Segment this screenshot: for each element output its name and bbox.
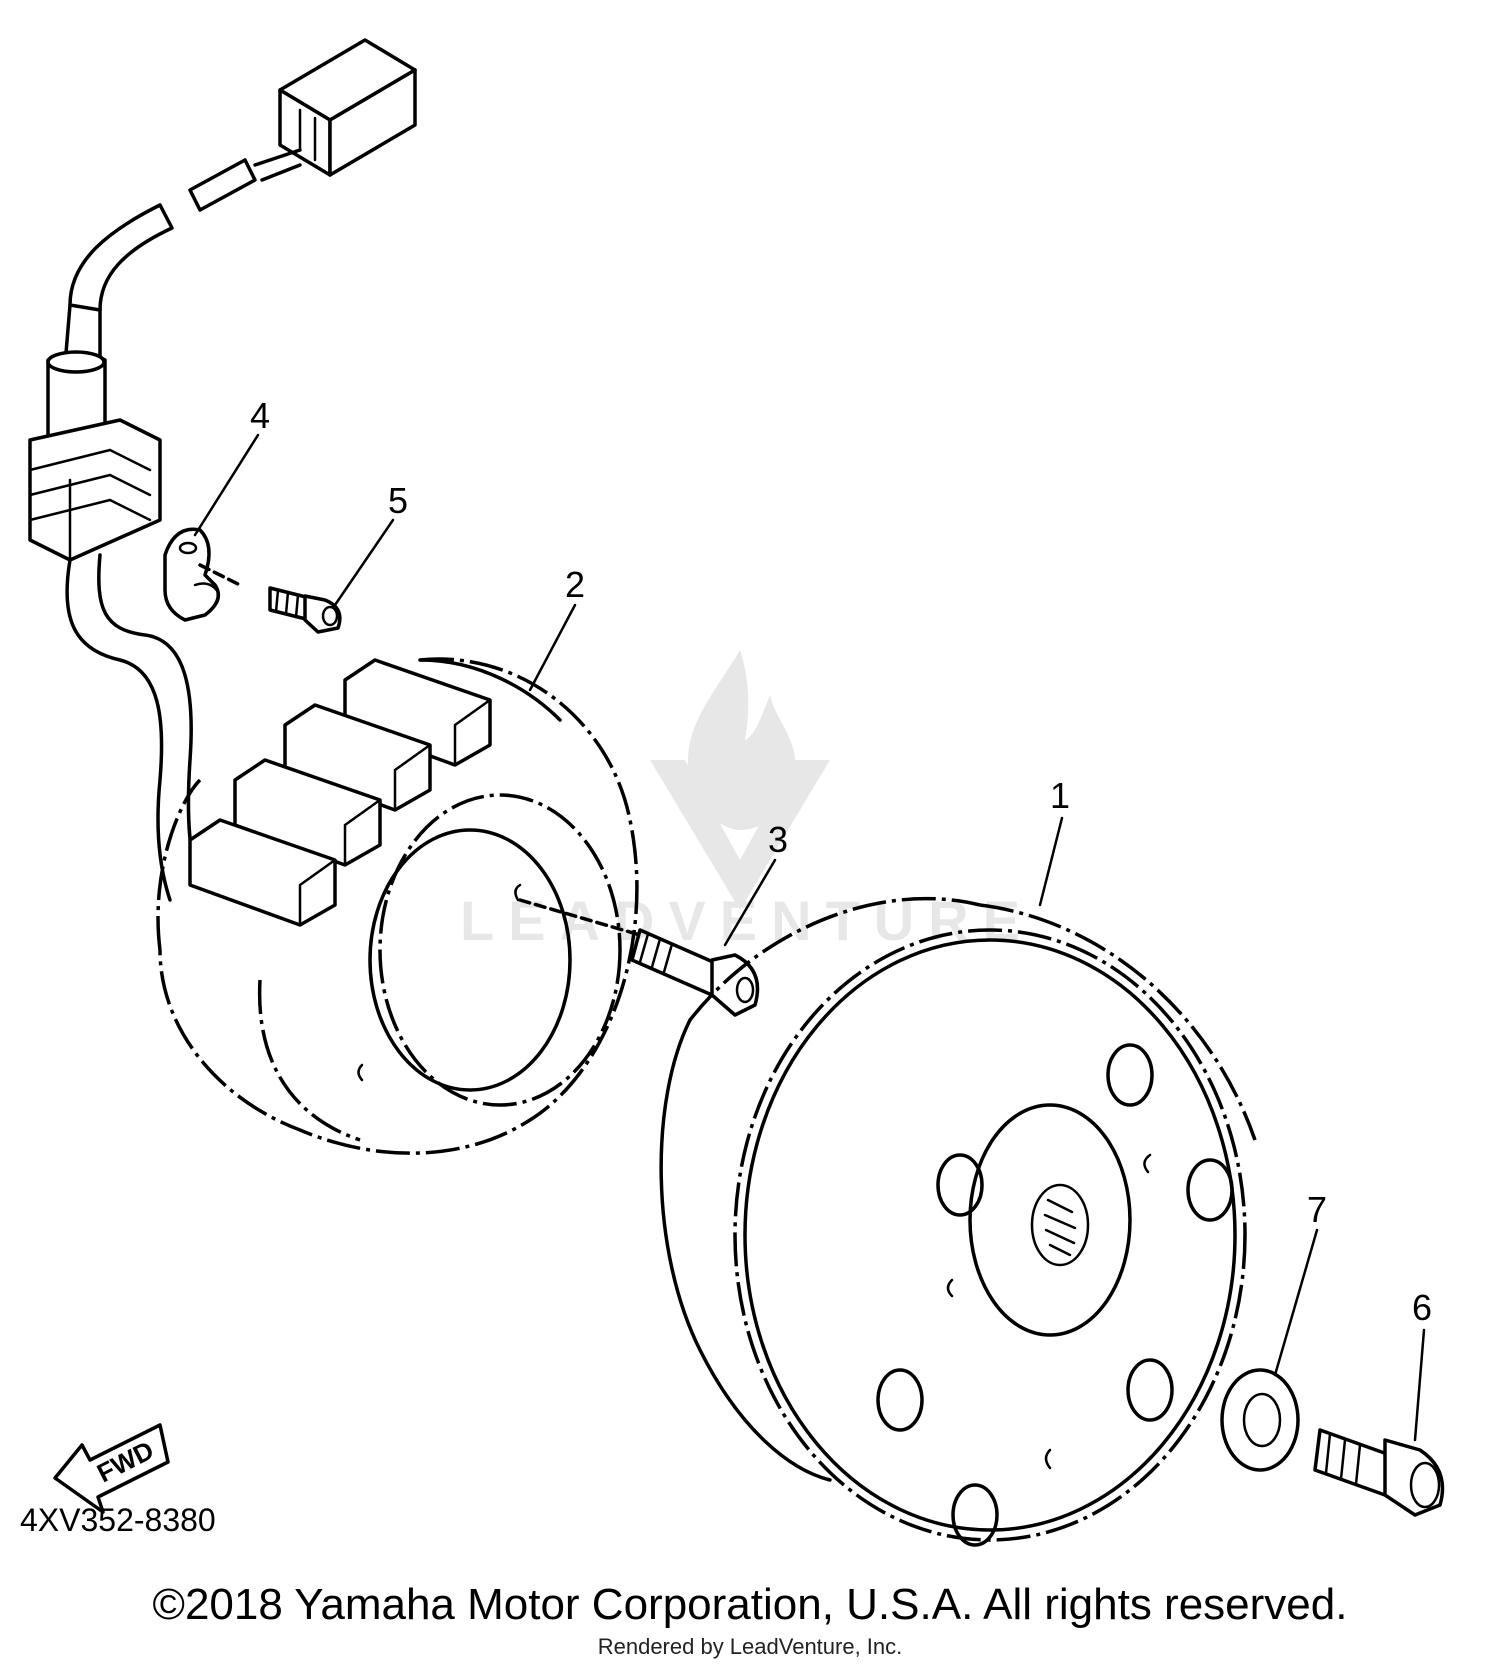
stator-pole [188,818,337,927]
callout-2: 2 [565,564,585,605]
callout-1: 1 [1050,775,1070,816]
rotor-hole [951,1483,999,1547]
diagram-code: 4XV352-8380 [20,1502,216,1538]
callout-5: 5 [388,480,408,521]
rendered-by-text: Rendered by LeadVenture, Inc. [597,1634,903,1659]
leader-line [1413,1328,1426,1442]
wire-harness [28,38,417,902]
washer [1220,1368,1300,1472]
wire-connector [278,38,417,177]
copyright-text: ©2018 Yamaha Motor Corporation, U.S.A. A… [152,1580,1348,1629]
stator-screw [518,898,760,1017]
leader-line [723,858,777,947]
leader-lines [193,433,1426,1442]
leader-line [333,518,395,607]
callout-3: 3 [768,819,788,860]
rotor-hole [1126,1358,1174,1422]
wire-grommet [28,418,162,562]
rotor-hole [936,1153,984,1217]
flywheel-rotor [659,896,1257,1547]
rotor-hole [1106,1043,1154,1107]
callout-6: 6 [1412,1287,1432,1328]
fwd-arrow-icon: FWD [53,1423,170,1514]
leader-line [1273,1228,1319,1377]
leader-line [528,603,577,692]
watermark-logo: LEADVENTURE [460,640,1020,970]
leader-line [193,433,260,537]
rotor-hole [1186,1158,1234,1222]
clamp-screw [198,563,342,634]
wire-clamp [163,527,221,622]
callout-4: 4 [250,395,270,436]
watermark-text: LEADVENTURE [460,889,1035,952]
callout-7: 7 [1307,1189,1327,1230]
rotor-hole [876,1368,924,1432]
stator [156,657,639,1155]
rotor-bolt [1313,1428,1445,1517]
leader-line [1038,816,1064,907]
